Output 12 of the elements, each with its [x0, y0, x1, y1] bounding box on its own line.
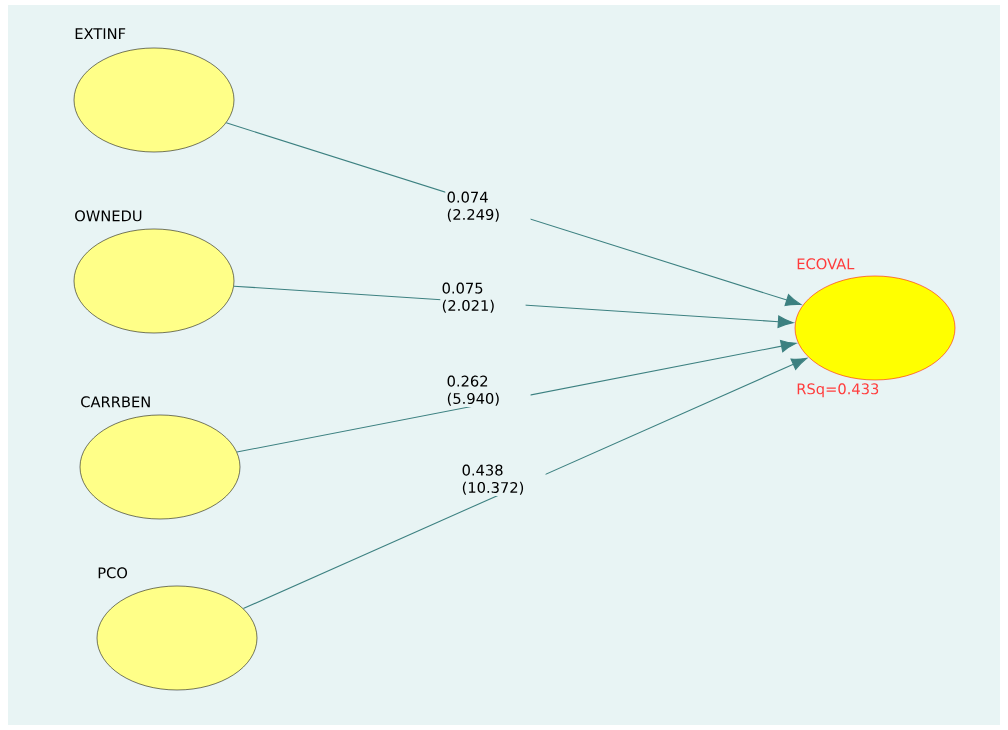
variable-label: OWNEDU: [75, 210, 142, 222]
variable-label: PCO: [98, 567, 128, 579]
variable-label: CARRBEN: [81, 396, 150, 408]
variable-label: EXTINF: [75, 28, 126, 39]
edge-label: 0.075 (2.021): [440, 281, 526, 315]
arrow: [236, 340, 797, 453]
edge-label: 0.262 (5.940): [445, 374, 531, 408]
edge-label: 0.438 (10.372): [460, 463, 546, 497]
variable-label: ECOVAL: [797, 258, 855, 270]
r-squared-label: RSq=0.433: [797, 383, 879, 398]
edge-label: 0.074 (2.249): [445, 190, 531, 224]
arrow: [242, 357, 808, 610]
